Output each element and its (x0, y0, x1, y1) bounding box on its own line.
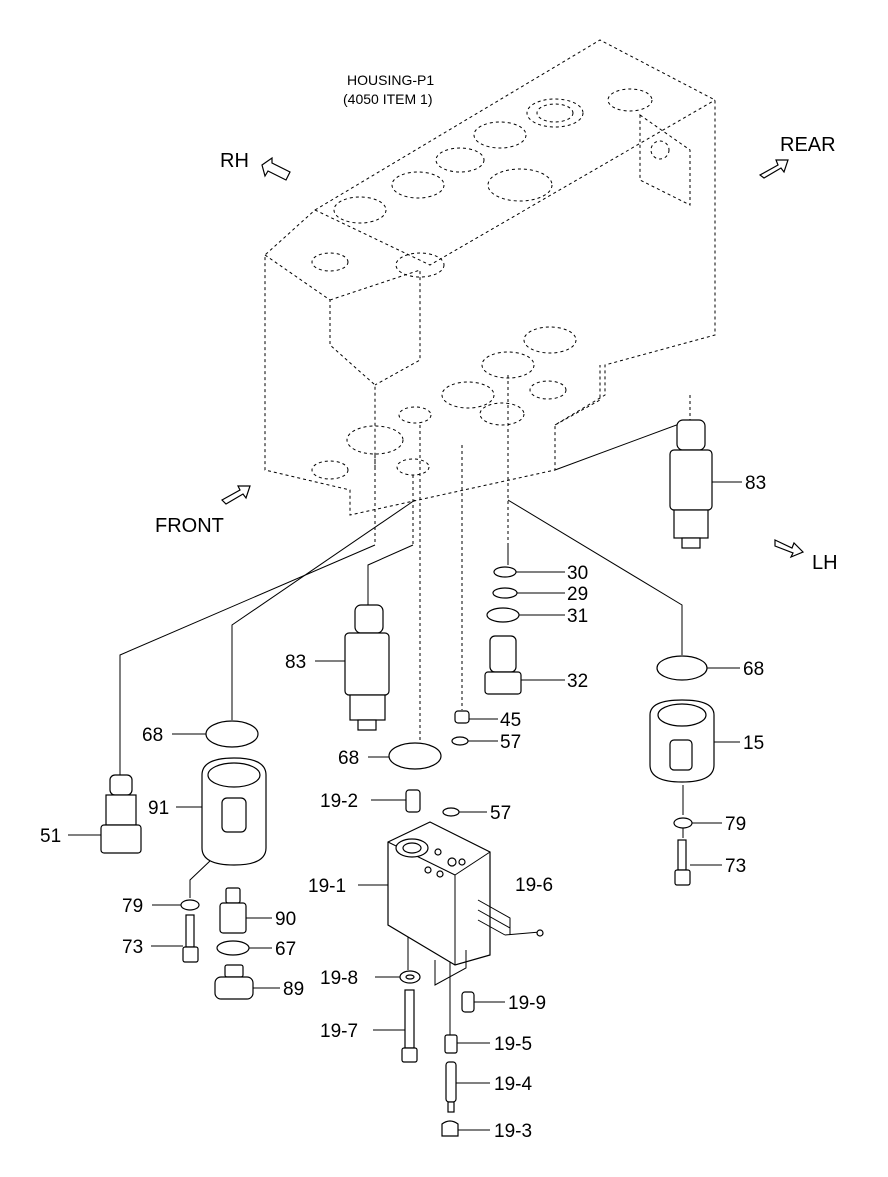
direction-rear: REAR (780, 134, 836, 156)
rh-arrow-icon (261, 156, 291, 181)
part-label-19-2: 19-2 (320, 791, 358, 812)
part-label-89: 89 (283, 979, 304, 1000)
relief-valve-83-left (344, 604, 390, 731)
part-label-45: 45 (500, 710, 521, 731)
housing-title-line1: HOUSING-P1 (347, 72, 434, 88)
o-ring-67 (216, 940, 250, 956)
part-label-79-left: 79 (122, 896, 143, 917)
housing-block (264, 39, 716, 516)
seal-68-left (205, 720, 259, 748)
part-label-19-4: 19-4 (494, 1074, 532, 1095)
o-ring-57-b (442, 807, 460, 817)
plug-89 (214, 964, 254, 1000)
pin-19-4 (445, 1061, 457, 1113)
part-label-31: 31 (567, 606, 588, 627)
part-label-15: 15 (743, 733, 764, 754)
part-label-30: 30 (567, 563, 588, 584)
direction-front: FRONT (155, 515, 224, 537)
lh-arrow-icon (774, 539, 805, 559)
part-label-19-3: 19-3 (494, 1121, 532, 1142)
part-label-73-left: 73 (122, 937, 143, 958)
pin-45 (454, 710, 470, 724)
part-label-19-5: 19-5 (494, 1034, 532, 1055)
part-label-68-right: 68 (743, 659, 764, 680)
relief-valve-83-right (669, 419, 713, 549)
cap-19-3 (441, 1120, 459, 1137)
housing-title-line2: (4050 ITEM 1) (343, 91, 432, 107)
seal-68-mid (388, 742, 442, 770)
callout-leaders (68, 481, 742, 1131)
rear-arrow-icon (758, 159, 789, 179)
labels: HOUSING-P1 (4050 ITEM 1) RH REAR FRONT L… (40, 72, 838, 1142)
bolt-19-7 (401, 989, 418, 1063)
o-ring-30 (493, 566, 517, 578)
body-19-1 (387, 821, 544, 986)
front-arrow-icon (221, 485, 251, 505)
part-label-19-9: 19-9 (508, 993, 546, 1014)
part-label-57-b: 57 (490, 803, 511, 824)
plug-32 (484, 635, 522, 695)
part-label-29: 29 (567, 584, 588, 605)
part-label-68-mid: 68 (338, 748, 359, 769)
cap-91 (201, 757, 267, 866)
spool-90 (219, 887, 247, 934)
part-label-19-6: 19-6 (515, 875, 553, 896)
bolt-73-left (182, 914, 199, 963)
o-ring-29 (492, 587, 518, 599)
washer-79-left (180, 899, 200, 911)
part-label-32: 32 (567, 671, 588, 692)
part-label-51: 51 (40, 826, 61, 847)
part-label-57-a: 57 (500, 732, 521, 753)
part-label-83-left: 83 (285, 652, 306, 673)
direction-rh: RH (220, 150, 249, 172)
spring-19-5 (444, 1034, 458, 1054)
cap-15 (649, 699, 715, 783)
part-label-19-7: 19-7 (320, 1021, 358, 1042)
sleeve-19-2 (405, 789, 421, 813)
direction-lh: LH (812, 552, 838, 574)
washer-79-right (673, 817, 693, 829)
part-label-91: 91 (148, 798, 169, 819)
part-label-19-1: 19-1 (308, 876, 346, 897)
bolt-73-right (674, 839, 691, 886)
part-label-83-right: 83 (745, 473, 766, 494)
direction-arrows (221, 156, 805, 559)
seal-68-right (656, 655, 708, 681)
o-ring-31 (486, 607, 520, 623)
parts-drawings (100, 419, 715, 1137)
fitting-51 (100, 774, 142, 854)
part-label-73-right: 73 (725, 856, 746, 877)
part-label-19-8: 19-8 (320, 968, 358, 989)
part-label-67: 67 (275, 939, 296, 960)
o-ring-57-a (451, 736, 469, 746)
part-label-90: 90 (275, 909, 296, 930)
part-label-79-right: 79 (725, 814, 746, 835)
plug-19-9 (461, 991, 475, 1013)
part-label-68-left: 68 (142, 725, 163, 746)
washer-19-8 (399, 970, 421, 984)
leader-lines (119, 375, 691, 1035)
